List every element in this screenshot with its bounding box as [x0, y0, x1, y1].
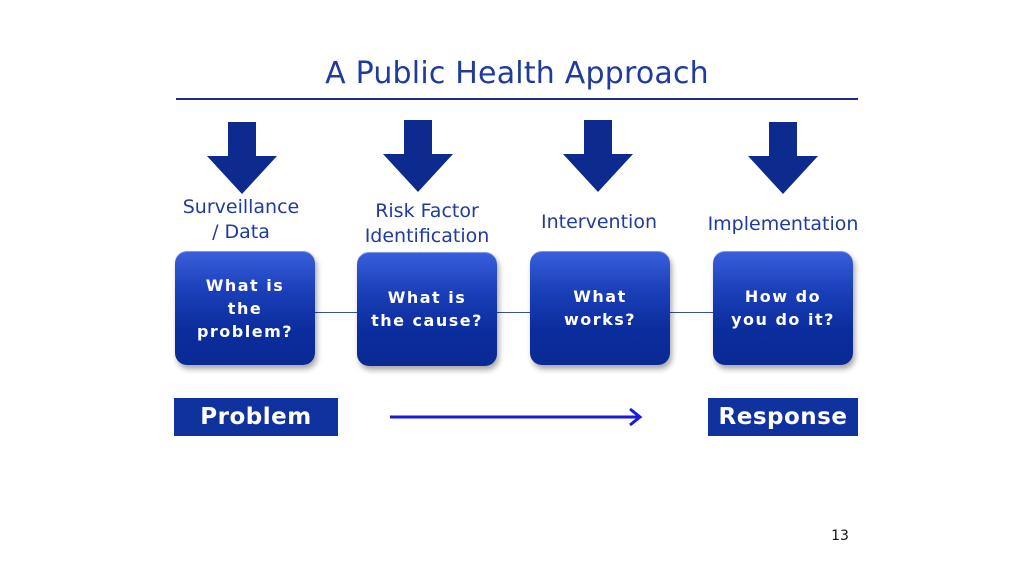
slide-title: A Public Health Approach	[325, 56, 709, 91]
step-question: What works?	[563, 287, 637, 329]
step-question: How do you do it?	[731, 287, 835, 329]
right-arrow-icon	[390, 407, 643, 427]
step-box-works: What works?	[530, 251, 670, 365]
step-connector-line	[300, 312, 730, 313]
step-question: What is the cause?	[371, 288, 483, 330]
title-underline	[176, 98, 858, 100]
down-arrow-icon	[748, 122, 818, 194]
down-arrow-icon	[207, 122, 277, 194]
page-number: 13	[831, 528, 849, 544]
step-box-problem: What is the problem?	[175, 251, 315, 365]
step-question: What is the problem?	[196, 275, 294, 341]
step-label-intervention: Intervention	[541, 211, 657, 233]
step-label-implementation: Implementation	[707, 213, 859, 235]
down-arrow-icon	[563, 120, 633, 192]
step-label-surveillance: Surveillance / Data	[182, 196, 300, 243]
step-label-risk-factor: Risk Factor Identification	[364, 200, 490, 247]
problem-banner: Problem	[174, 398, 338, 436]
step-box-cause: What is the cause?	[357, 252, 497, 366]
down-arrow-icon	[383, 120, 453, 192]
step-box-implement: How do you do it?	[713, 251, 853, 365]
response-banner: Response	[708, 398, 858, 436]
